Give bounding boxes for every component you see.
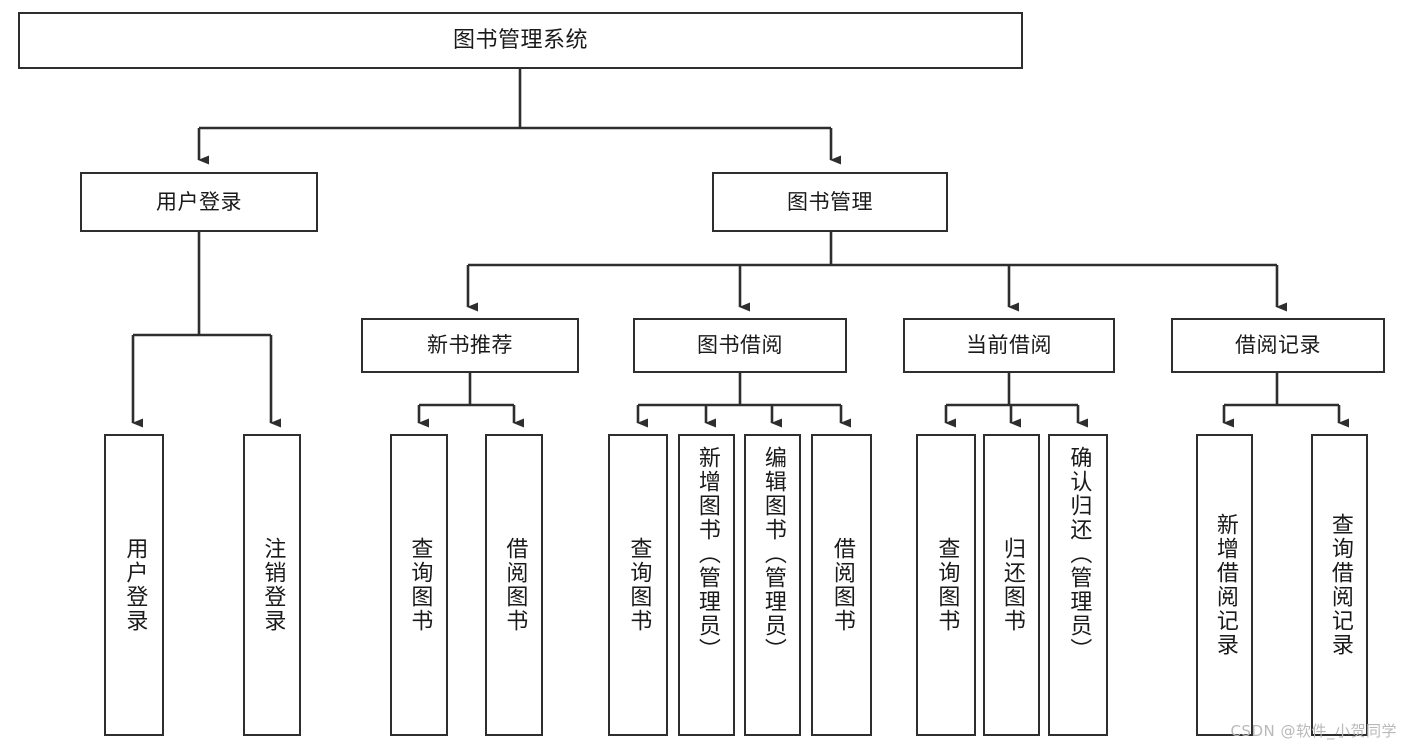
node-leaf-edit-book[interactable]: 编辑图书（管理员） [744,434,801,736]
node-leaf-confirm-return-label: 确认归还（管理员） [1066,446,1092,662]
node-leaf-query-book-3[interactable]: 查询图书 [916,434,976,736]
node-user-login-label: 用户登录 [156,189,242,214]
node-leaf-query-book-3-label: 查询图书 [934,537,960,633]
node-leaf-user-login[interactable]: 用户登录 [104,434,164,736]
node-user-login[interactable]: 用户登录 [80,172,318,232]
node-borrow-record[interactable]: 借阅记录 [1171,318,1385,373]
node-leaf-borrow-book-2-label: 借阅图书 [829,537,855,633]
node-root[interactable]: 图书管理系统 [18,12,1023,69]
node-current-borrow-label: 当前借阅 [966,333,1052,358]
node-leaf-add-book-label: 新增图书（管理员） [694,446,720,662]
node-current-borrow[interactable]: 当前借阅 [903,318,1115,373]
node-root-label: 图书管理系统 [452,27,588,53]
node-leaf-query-book-1[interactable]: 查询图书 [390,434,448,736]
node-leaf-query-record[interactable]: 查询借阅记录 [1311,434,1368,736]
node-leaf-return-book-label: 归还图书 [999,537,1025,633]
node-book-manage-label: 图书管理 [787,189,873,214]
node-book-borrow-label: 图书借阅 [697,333,783,358]
node-leaf-user-login-label: 用户登录 [122,537,148,633]
csdn-watermark: CSDN @软件_小贺同学 [1230,722,1397,740]
node-new-book-recommend-label: 新书推荐 [427,333,513,358]
node-leaf-query-record-label: 查询借阅记录 [1327,513,1353,657]
node-new-book-recommend[interactable]: 新书推荐 [361,318,579,373]
node-book-manage[interactable]: 图书管理 [712,172,948,232]
node-leaf-query-book-1-label: 查询图书 [407,537,433,633]
node-leaf-add-record-label: 新增借阅记录 [1212,513,1238,657]
node-leaf-borrow-book-1-label: 借阅图书 [502,537,528,633]
node-leaf-query-book-2[interactable]: 查询图书 [608,434,668,736]
node-leaf-borrow-book-2[interactable]: 借阅图书 [811,434,872,736]
node-leaf-user-logout[interactable]: 注销登录 [243,434,301,736]
node-leaf-return-book[interactable]: 归还图书 [983,434,1040,736]
node-leaf-add-record[interactable]: 新增借阅记录 [1196,434,1253,736]
node-leaf-confirm-return[interactable]: 确认归还（管理员） [1048,434,1108,736]
node-leaf-borrow-book-1[interactable]: 借阅图书 [485,434,543,736]
node-book-borrow[interactable]: 图书借阅 [633,318,847,373]
node-borrow-record-label: 借阅记录 [1235,333,1321,358]
node-leaf-user-logout-label: 注销登录 [260,537,286,633]
node-leaf-edit-book-label: 编辑图书（管理员） [760,446,786,662]
node-leaf-add-book[interactable]: 新增图书（管理员） [678,434,735,736]
node-leaf-query-book-2-label: 查询图书 [626,537,652,633]
